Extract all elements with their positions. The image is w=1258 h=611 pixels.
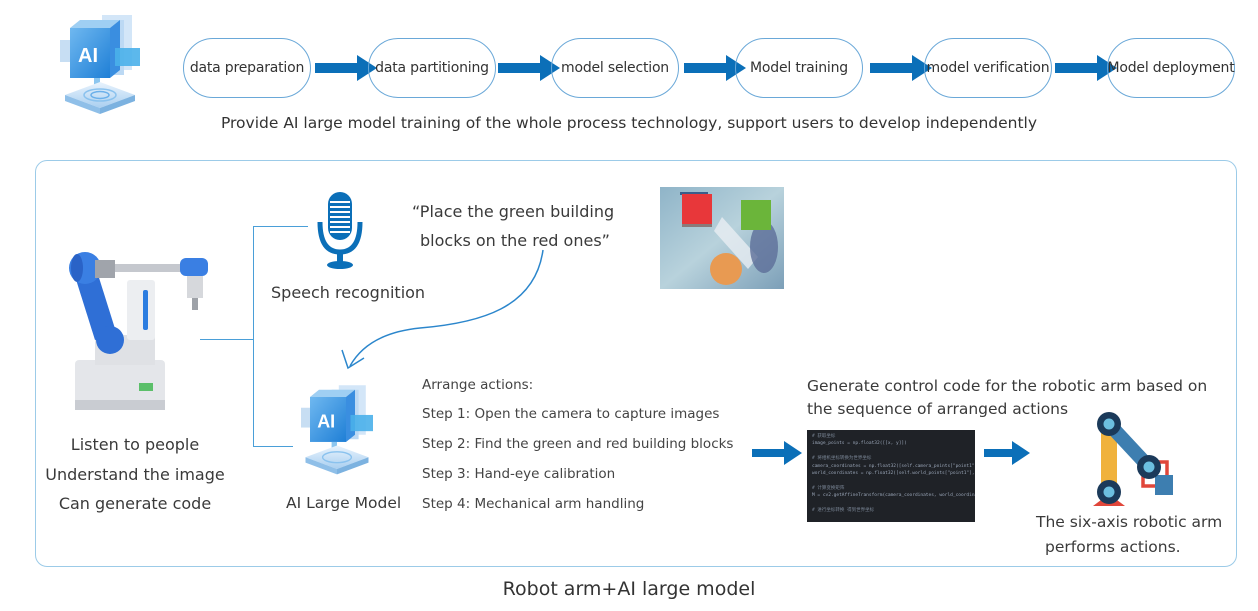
arrow-right-icon: [984, 441, 1030, 465]
actions-title: Arrange actions:: [422, 377, 534, 393]
pipeline-step-model-deployment: Model deployment: [1107, 38, 1235, 98]
connector-line: [253, 226, 308, 228]
diagram-title: Robot arm+AI large model: [502, 578, 756, 600]
connector-line: [253, 226, 255, 447]
arrow-right-icon: [315, 55, 377, 81]
ai-logo-text: AI: [78, 45, 98, 67]
pipeline-caption: Provide AI large model training of the w…: [220, 114, 1038, 132]
code-line: camera_coordinates = np.float32([self.ca…: [812, 463, 975, 469]
action-step-2: Step 2: Find the green and red building …: [422, 436, 734, 452]
action-step-4: Step 4: Mechanical arm handling: [422, 496, 645, 512]
arm-caption-line-2: performs actions.: [1045, 538, 1181, 556]
code-line: # 将相机坐标转换为世界坐标: [812, 456, 872, 462]
code-line: world_coordinates = np.float32([self.wor…: [812, 471, 975, 477]
code-line: [812, 448, 970, 455]
code-caption-line-1: Generate control code for the robotic ar…: [807, 377, 1208, 395]
arrow-right-icon: [498, 55, 560, 81]
pipeline-step-model-selection: model selection: [551, 38, 679, 98]
ai-logo-icon: AI: [50, 10, 150, 115]
orange-ball: [710, 253, 742, 285]
red-block: [682, 194, 712, 224]
pipeline-step-label: data partitioning: [375, 60, 489, 76]
pipeline-step-model-training: Model training: [735, 38, 863, 98]
main-diagram-frame: [35, 160, 1237, 567]
pipeline-step-label: model selection: [561, 60, 669, 76]
robot-caption-line-1: Listen to people: [70, 435, 200, 454]
microphone-icon: [315, 190, 365, 270]
code-line: image_points = np.float32([[x, y]]): [812, 441, 907, 447]
code-line: M = cv2.getAffineTransform(camera_coordi…: [812, 493, 975, 499]
code-line: # 获取坐标: [812, 434, 836, 439]
pipeline-step-label: Model deployment: [1107, 60, 1235, 76]
ai-large-model-label: AI Large Model: [286, 494, 402, 512]
ai-logo-text: AI: [317, 412, 335, 432]
pipeline-step-data-partitioning: data partitioning: [368, 38, 496, 98]
code-caption-line-2: the sequence of arranged actions: [807, 400, 1069, 418]
voice-command-quote-line-1: “Place the green building: [412, 202, 615, 221]
code-line: # 计算变换矩阵: [812, 485, 845, 491]
speech-recognition-label: Speech recognition: [271, 283, 426, 302]
action-step-3: Step 3: Hand-eye calibration: [422, 466, 616, 482]
code-line: [812, 500, 970, 507]
arrow-right-icon: [752, 441, 802, 465]
arrow-right-icon: [870, 55, 932, 81]
robot-arm-image: [55, 240, 215, 415]
code-line: [812, 477, 970, 484]
ai-large-model-icon: AI: [292, 380, 382, 476]
pipeline-step-model-verification: model verification: [924, 38, 1052, 98]
pipeline-step-data-preparation: data preparation: [183, 38, 311, 98]
voice-command-quote-line-2: blocks on the red ones”: [420, 231, 610, 250]
robot-caption-line-3: Can generate code: [58, 494, 212, 513]
pipeline-step-label: Model training: [750, 60, 848, 76]
connector-line: [253, 446, 293, 448]
green-block: [741, 200, 771, 230]
code-line: # 进行坐标转换 得到世界坐标: [812, 508, 875, 514]
robot-caption-line-2: Understand the image: [45, 465, 225, 484]
pipeline-step-label: model verification: [926, 60, 1050, 76]
connector-line: [200, 339, 254, 341]
action-step-1: Step 1: Open the camera to capture image…: [422, 406, 720, 422]
generated-code-snippet: # 获取坐标 image_points = np.float32([[x, y]…: [807, 430, 975, 522]
camera-capture-image: [660, 187, 784, 289]
six-axis-robotic-arm-icon: [1085, 410, 1185, 510]
curved-arrow-icon: [341, 249, 544, 370]
arm-caption-line-1: The six-axis robotic arm: [1036, 513, 1223, 531]
pipeline-step-label: data preparation: [189, 60, 305, 76]
